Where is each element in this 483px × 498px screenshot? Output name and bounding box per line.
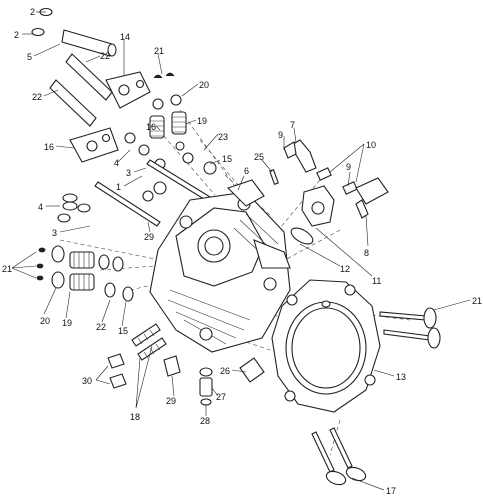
callout-labels: 2 2 5 14 22 21 20 22 19 16 23 4 16 15 25…	[2, 7, 482, 496]
o-ring-right	[290, 227, 314, 245]
callout-15b: 15	[118, 326, 128, 336]
retainer-discs-left	[36, 245, 134, 302]
intake-valves	[379, 307, 441, 349]
leader-lines	[11, 11, 471, 491]
valve-seal-upper	[175, 141, 217, 175]
callout-18: 18	[130, 412, 140, 422]
cylinder-studs	[131, 323, 167, 361]
callout-29b: 29	[166, 396, 176, 406]
callout-3a: 3	[126, 168, 131, 178]
callout-26: 26	[220, 366, 230, 376]
callout-14: 14	[120, 32, 130, 42]
callout-28: 28	[200, 416, 210, 426]
callout-10: 10	[366, 140, 376, 150]
callout-21b: 21	[2, 264, 12, 274]
cylinder-head	[149, 179, 291, 353]
camshaft-pin-upper	[31, 7, 117, 57]
callout-4a: 4	[114, 158, 119, 168]
callout-25: 25	[254, 152, 264, 162]
callout-6: 6	[244, 166, 249, 176]
callout-8: 8	[364, 248, 369, 258]
temperature-sensor	[355, 177, 389, 219]
callout-21a: 21	[154, 46, 164, 56]
callout-22c: 22	[96, 322, 106, 332]
callout-20b: 20	[40, 316, 50, 326]
callout-27: 27	[216, 392, 226, 402]
dowel-and-oring-bottom	[199, 367, 213, 406]
callout-22b: 22	[32, 92, 42, 102]
rocker-arm-lower	[69, 127, 119, 163]
callout-19: 19	[197, 116, 207, 126]
valve-retainer-cluster-upper	[152, 72, 182, 110]
callout-29a: 29	[144, 232, 154, 242]
thermostat-housing	[301, 185, 335, 227]
cylinder-head-gasket	[271, 279, 381, 413]
valve-spring-left-1	[69, 251, 95, 269]
spark-plug-tube	[163, 355, 181, 377]
exhaust-valves	[311, 427, 367, 486]
valve-spring-left-2	[69, 273, 95, 291]
callout-16a: 16	[146, 122, 156, 132]
callout-30: 30	[82, 376, 92, 386]
valve-spring-upper-2	[171, 111, 187, 135]
spark-plug	[239, 357, 265, 383]
rocker-arm-upper	[105, 71, 151, 109]
callout-2b: 2	[14, 30, 19, 40]
callout-20a: 20	[199, 80, 209, 90]
callout-11: 11	[372, 276, 381, 286]
valve-keeper-left	[57, 193, 91, 223]
callout-2a: 2	[30, 7, 35, 17]
rocker-shaft-upper	[65, 53, 113, 101]
callout-21c: 21	[472, 296, 482, 306]
callout-15a: 15	[222, 154, 232, 164]
rocker-shaft-lower	[49, 79, 97, 127]
callout-7: 7	[290, 120, 295, 130]
callout-16b: 16	[44, 142, 54, 152]
flange-nuts	[107, 353, 127, 389]
callout-9a: 9	[278, 130, 283, 140]
callout-22a: 22	[100, 51, 110, 61]
fitting-bolts-right	[269, 167, 358, 195]
coolant-pipe	[283, 139, 317, 173]
callout-13: 13	[396, 372, 406, 382]
callout-23: 23	[218, 132, 228, 142]
callout-12: 12	[340, 264, 350, 274]
callout-19b: 19	[62, 318, 72, 328]
callout-3b: 3	[52, 228, 57, 238]
callout-5: 5	[27, 52, 32, 62]
callout-17: 17	[386, 486, 396, 496]
washer-set-left	[124, 132, 167, 202]
callout-9b: 9	[346, 162, 351, 172]
callout-4b: 4	[38, 202, 43, 212]
callout-1: 1	[116, 182, 121, 192]
